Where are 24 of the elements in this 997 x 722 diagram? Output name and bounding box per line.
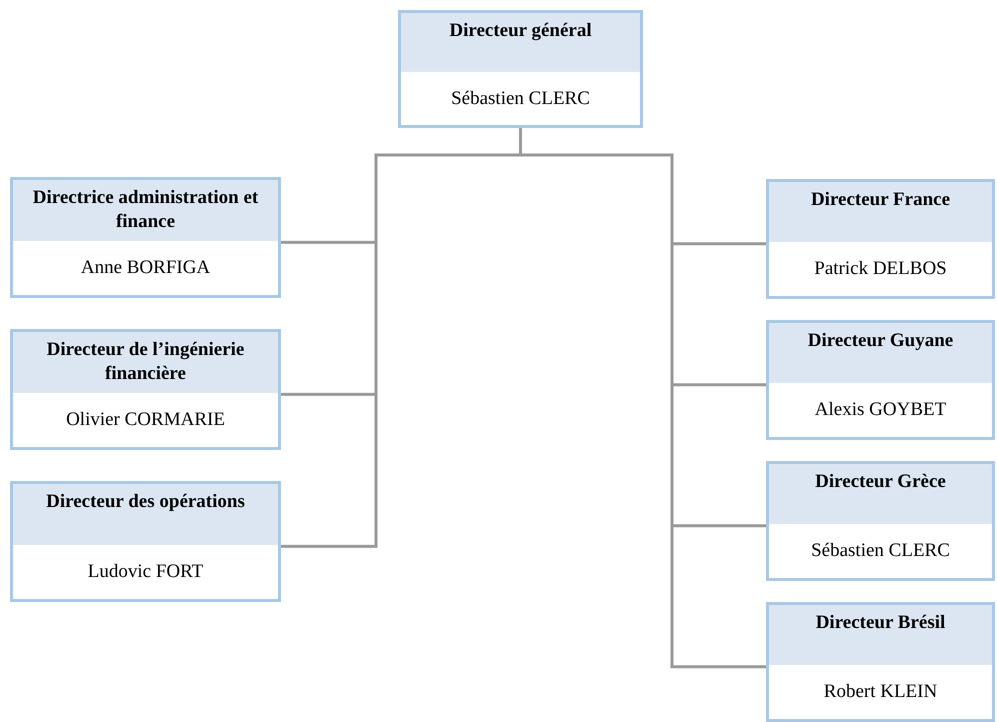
- position-box: [766, 320, 995, 440]
- person-name: Olivier CORMARIE: [66, 408, 225, 431]
- person-name: Patrick DELBOS: [814, 258, 947, 280]
- position-box: [10, 177, 281, 298]
- position-box: [10, 481, 281, 602]
- position-box: [766, 461, 995, 581]
- job-title: Directeur général: [449, 19, 592, 43]
- job-title: Directeur Grèce: [815, 470, 946, 494]
- job-title: Directeur Brésil: [816, 611, 946, 635]
- position-box: [398, 10, 643, 128]
- position-box: [10, 329, 281, 450]
- job-title: Directeur Guyane: [808, 329, 954, 353]
- person-name: Robert KLEIN: [824, 681, 938, 703]
- person-name: Sébastien CLERC: [811, 540, 950, 562]
- person-name: Sébastien CLERC: [451, 88, 590, 110]
- job-title: Directrice administration et finance: [32, 186, 260, 234]
- job-title: Directeur des opérations: [46, 490, 245, 514]
- job-title: Directeur de l’ingénierie financière: [46, 338, 246, 386]
- position-box: [766, 179, 995, 299]
- position-box: [766, 602, 995, 722]
- person-name: Anne BORFIGA: [80, 256, 210, 279]
- job-title: Directeur France: [810, 188, 950, 212]
- person-name: Alexis GOYBET: [814, 399, 946, 421]
- person-name: Ludovic FORT: [88, 560, 204, 583]
